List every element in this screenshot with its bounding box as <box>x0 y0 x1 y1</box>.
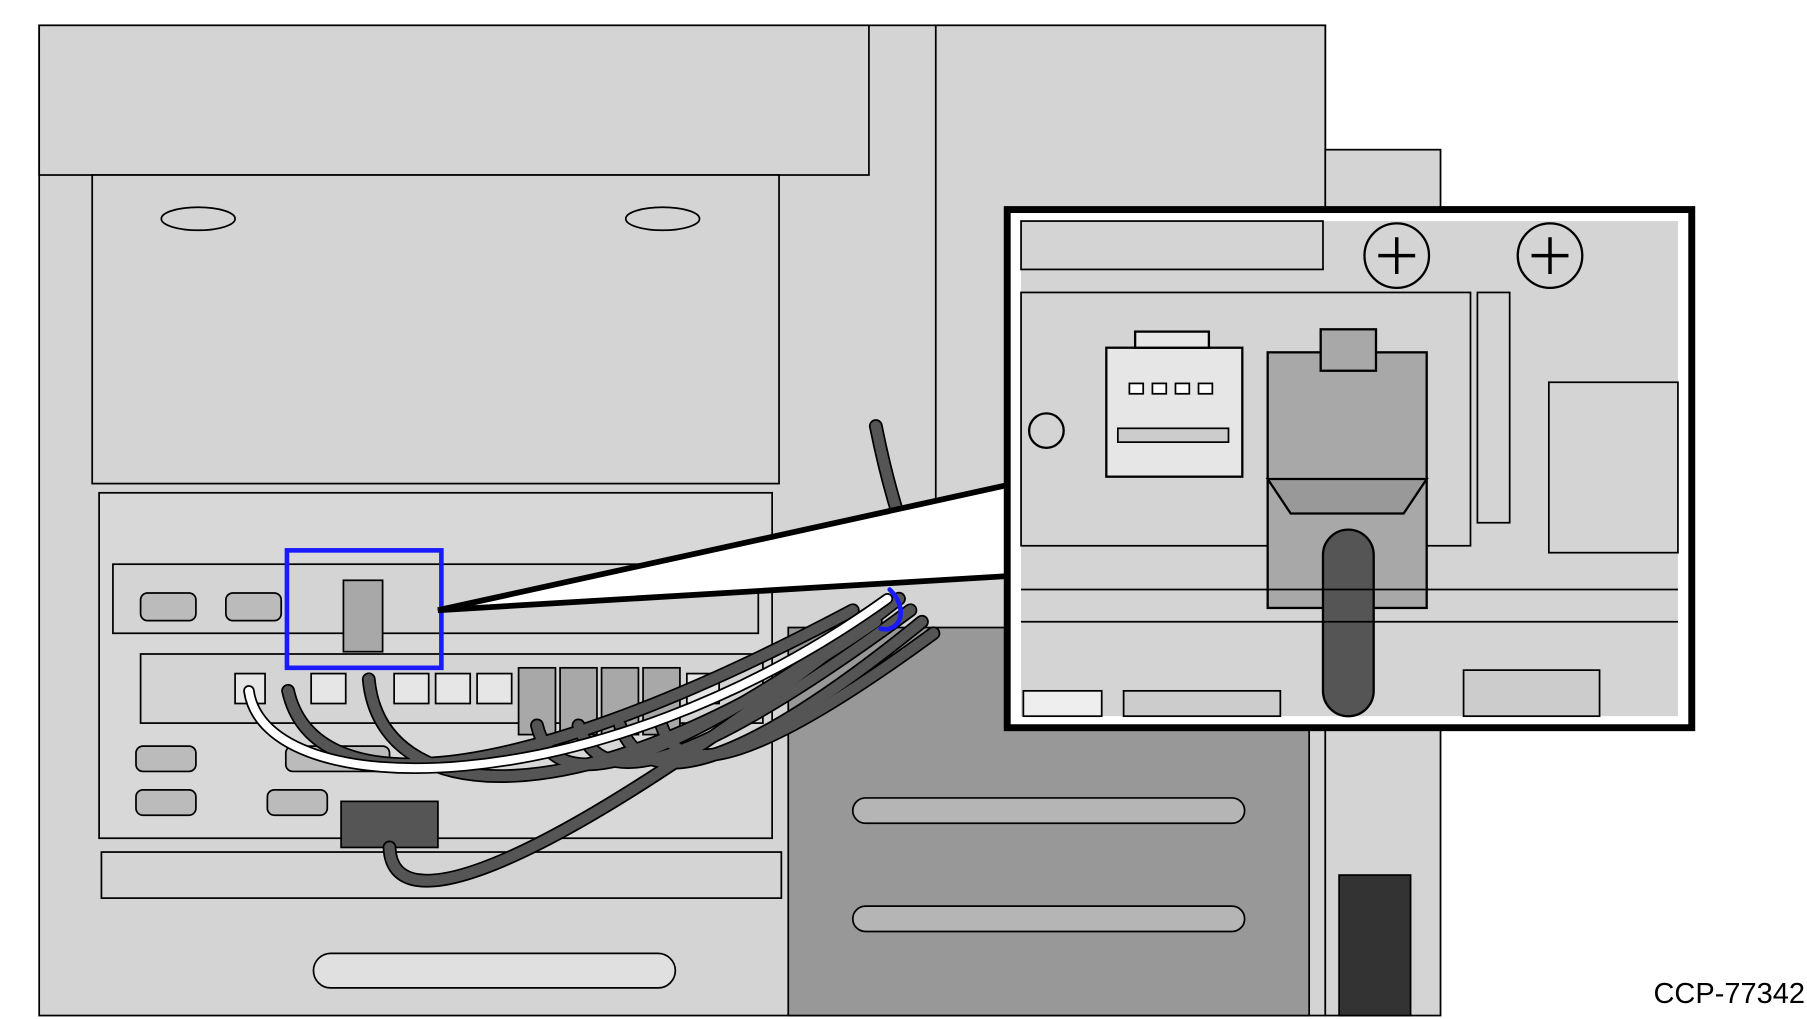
rj-port <box>393 672 430 705</box>
cable <box>384 593 905 886</box>
dark-block <box>1338 874 1412 1017</box>
serial-port-2 <box>225 592 283 622</box>
inset-cable <box>1321 528 1375 718</box>
rj-port <box>434 672 472 705</box>
rj-port <box>310 672 347 705</box>
rj-port <box>476 672 513 705</box>
figure-label: CCP-77342 <box>1653 978 1805 1010</box>
highlighted-plug <box>342 579 384 653</box>
cover-slot-right <box>624 206 701 232</box>
serial-port-3 <box>135 745 197 773</box>
zoom-inset <box>1003 206 1696 732</box>
blue-clip <box>878 587 903 632</box>
vga-port <box>266 789 329 817</box>
serial-port-1 <box>139 592 197 622</box>
vent-slot-2 <box>851 905 1246 933</box>
db-plug <box>340 800 439 849</box>
base-slot <box>312 952 677 989</box>
cover-slot-left <box>160 206 236 232</box>
cable <box>656 628 939 761</box>
vent-slot-1 <box>851 797 1246 825</box>
serial-port-4 <box>135 789 197 817</box>
cable <box>363 616 882 782</box>
top-plate <box>38 24 870 176</box>
inset-jack <box>1105 346 1244 478</box>
